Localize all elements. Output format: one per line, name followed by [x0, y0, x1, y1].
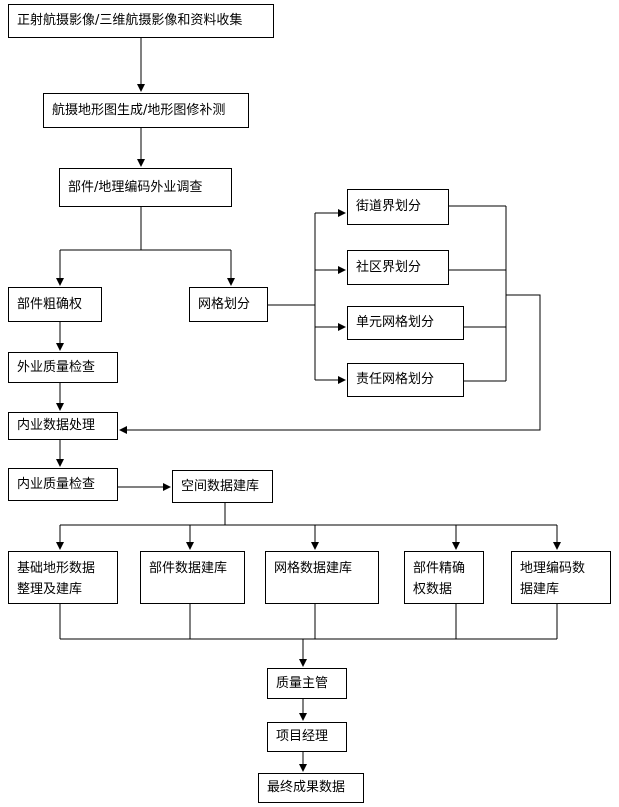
node-geo-code-db-label: 地理编码数 据建库: [520, 561, 586, 597]
node-resp-grid-label: 责任网格划分: [356, 372, 435, 387]
node-qa-manager-label: 质量主管: [276, 675, 329, 691]
node-grid-db: 网格数据建库: [265, 551, 379, 604]
node-survey: 部件/地理编码外业调查: [59, 168, 232, 207]
node-project-manager-label: 项目经理: [276, 729, 329, 744]
node-community-label: 社区界划分: [356, 259, 422, 275]
node-part-precise: 部件精确 权数据: [404, 551, 484, 604]
node-qa-manager: 质量主管: [267, 668, 347, 699]
node-collect: 正射航摄影像/三维航摄影像和资料收集: [8, 4, 274, 38]
node-base-terrain: 基础地形数据 整理及建库: [8, 551, 118, 604]
node-street: 街道界划分: [347, 189, 449, 225]
node-unit-grid: 单元网格划分: [347, 306, 464, 340]
node-street-label: 街道界划分: [356, 199, 422, 214]
node-part-db-label: 部件数据建库: [149, 561, 228, 576]
node-final-data-label: 最终成果数据: [267, 780, 346, 795]
node-office-proc: 内业数据处理: [8, 412, 118, 440]
node-grid-division-label: 网格划分: [198, 296, 251, 312]
node-mapgen: 航摄地形图生成/地形图修补测: [43, 93, 249, 128]
node-collect-label: 正射航摄影像/三维航摄影像和资料收集: [17, 13, 243, 28]
node-project-manager: 项目经理: [267, 722, 347, 752]
node-office-qc-label: 内业质量检查: [17, 476, 96, 492]
node-rough: 部件粗确权: [8, 287, 102, 322]
node-part-precise-label: 部件精确 权数据: [413, 561, 466, 597]
node-final-data: 最终成果数据: [258, 773, 364, 803]
node-unit-grid-label: 单元网格划分: [356, 315, 435, 330]
line-fanin-return: [120, 294, 541, 431]
node-spatial-db-label: 空间数据建库: [181, 478, 260, 494]
node-base-terrain-label: 基础地形数据 整理及建库: [17, 561, 96, 597]
node-geo-code-db: 地理编码数 据建库: [511, 551, 611, 604]
node-grid-db-label: 网格数据建库: [274, 561, 353, 576]
node-office-qc: 内业质量检查: [8, 468, 118, 501]
node-community: 社区界划分: [347, 250, 449, 285]
node-grid-division: 网格划分: [189, 287, 268, 322]
node-field-qc: 外业质量检查: [8, 352, 118, 383]
node-mapgen-label: 航摄地形图生成/地形图修补测: [52, 102, 226, 118]
node-spatial-db: 空间数据建库: [172, 470, 273, 503]
node-field-qc-label: 外业质量检查: [17, 359, 96, 375]
node-rough-label: 部件粗确权: [17, 296, 83, 312]
node-survey-label: 部件/地理编码外业调查: [68, 179, 203, 195]
node-resp-grid: 责任网格划分: [347, 363, 464, 397]
node-office-proc-label: 内业数据处理: [17, 418, 96, 433]
node-part-db: 部件数据建库: [140, 551, 245, 604]
